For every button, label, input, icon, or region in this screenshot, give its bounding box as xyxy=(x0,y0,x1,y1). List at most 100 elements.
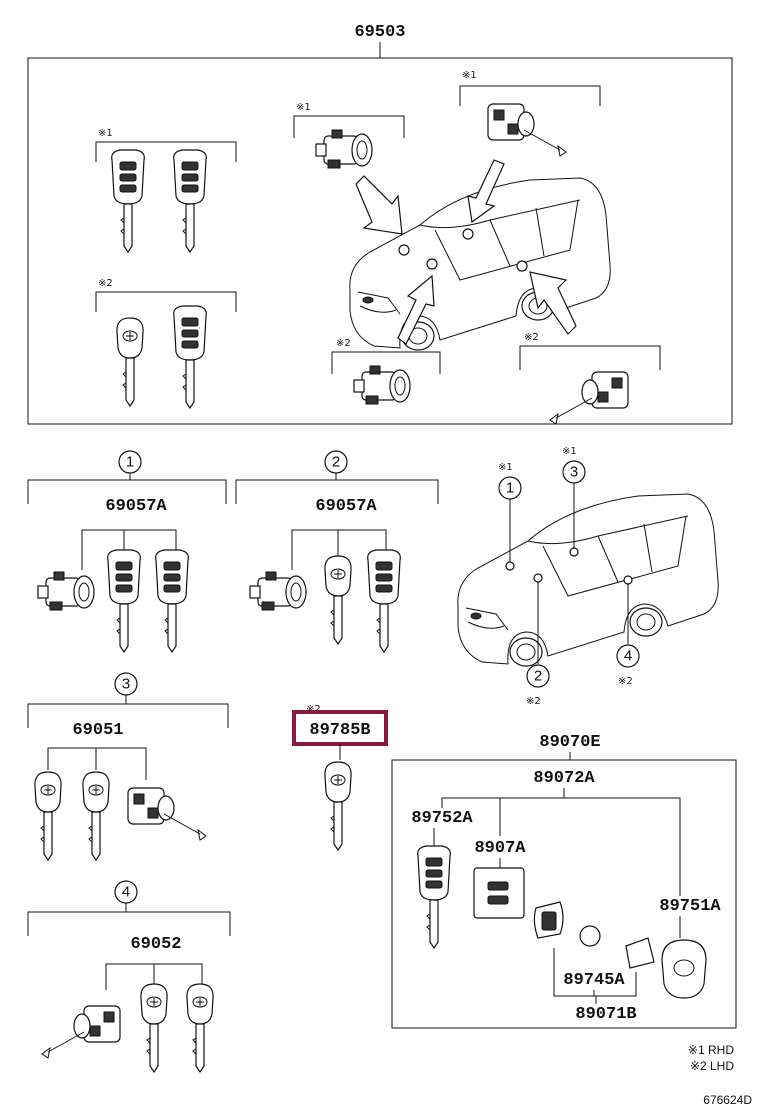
set-part-number: 69057A xyxy=(105,497,167,516)
logo-key-image xyxy=(140,983,168,1073)
diagram-code: 676624D xyxy=(703,1093,752,1107)
locator-mark: ※1 xyxy=(498,462,513,473)
button-pad-image xyxy=(487,895,509,905)
top-assembly-part-number: 69503 xyxy=(354,23,405,42)
location-dot xyxy=(398,244,410,256)
leader-line xyxy=(553,948,637,997)
location-dot xyxy=(516,260,528,272)
group-mark: ※1 xyxy=(462,70,477,81)
legend-mark: ※1 xyxy=(688,1043,705,1057)
top-assembly-frame xyxy=(27,57,733,425)
locator-mark: ※1 xyxy=(562,446,577,457)
smart-key-frame xyxy=(391,759,737,1029)
location-dot xyxy=(426,258,438,270)
part-number: 89745A xyxy=(563,971,625,990)
arrow-icon xyxy=(467,159,505,224)
logo-key-image xyxy=(82,771,110,861)
location-dot xyxy=(505,561,515,571)
remote-key-image xyxy=(111,149,145,253)
arrow-icon xyxy=(529,271,577,335)
highlight-mark: ※2 xyxy=(306,704,321,715)
legend-item: ※2 LHD xyxy=(690,1059,734,1073)
locator-mark: ※2 xyxy=(526,696,541,707)
group-bracket xyxy=(27,473,227,504)
leader-line xyxy=(441,788,681,896)
group-mark: ※1 xyxy=(296,102,311,113)
group-bracket xyxy=(459,85,601,106)
remote-key-image xyxy=(417,845,451,949)
group-mark: ※2 xyxy=(524,332,539,343)
set-index: 4 xyxy=(122,884,130,901)
remote-key-image xyxy=(155,549,189,653)
remote-key-image xyxy=(107,549,141,653)
logo-key-image xyxy=(324,761,352,851)
leader-line xyxy=(47,747,147,780)
group-bracket xyxy=(331,351,441,374)
locator-vehicle-image xyxy=(457,493,719,667)
remote-key-image xyxy=(173,305,207,409)
door-cylinder-image xyxy=(549,371,629,425)
leader-line xyxy=(81,529,177,570)
group-bracket xyxy=(27,695,229,728)
button-pad-image xyxy=(473,867,525,919)
part-number: 89751A xyxy=(659,897,721,916)
part-number: 89071B xyxy=(575,1005,636,1024)
set-part-number: 69051 xyxy=(72,721,123,740)
logo-icon xyxy=(673,959,695,977)
leader-line xyxy=(291,529,387,570)
logo-key-image xyxy=(186,983,214,1073)
legend-item: ※1 RHD xyxy=(688,1043,734,1057)
location-dot xyxy=(533,573,543,583)
group-bracket xyxy=(27,903,231,936)
group-mark: ※2 xyxy=(336,338,351,349)
locator-index-circle xyxy=(526,664,550,688)
logo-key-image xyxy=(34,771,62,861)
logo-key-image xyxy=(116,317,144,407)
cylinder-image xyxy=(249,571,307,611)
location-dot xyxy=(569,547,579,557)
group-bracket xyxy=(95,141,237,162)
logo-key-image xyxy=(324,555,352,645)
set-part-number: 69057A xyxy=(315,497,377,516)
group-bracket xyxy=(235,473,439,504)
legend-text: LHD xyxy=(710,1059,734,1073)
leader-line xyxy=(105,963,203,990)
locator-index-circle xyxy=(616,644,640,668)
battery-image xyxy=(579,925,601,947)
locator-index: 1 xyxy=(506,480,514,497)
door-cylinder-image xyxy=(487,103,567,157)
set-index: 2 xyxy=(332,454,340,471)
remote-key-image xyxy=(367,549,401,653)
group-bracket xyxy=(293,115,405,138)
location-dot xyxy=(623,575,633,585)
smart-key-assembly-number: 89070E xyxy=(539,733,600,752)
button-pad-image xyxy=(487,881,509,891)
cylinder-image xyxy=(353,365,411,405)
part-number: 8907A xyxy=(474,839,526,858)
group-bracket xyxy=(519,345,661,370)
locator-index: 2 xyxy=(534,668,542,685)
group-mark: ※1 xyxy=(98,128,113,139)
part-number: 89752A xyxy=(411,809,473,828)
group-bracket xyxy=(95,291,237,312)
set-index: 3 xyxy=(122,676,130,693)
arrow-icon xyxy=(397,274,435,345)
legend-text: RHD xyxy=(708,1043,734,1057)
cylinder-image xyxy=(37,571,95,611)
locator-mark: ※2 xyxy=(618,676,633,687)
location-dot xyxy=(462,228,474,240)
highlight-part-number: 89785B xyxy=(309,721,370,740)
set-part-number: 69052 xyxy=(130,935,181,954)
door-cylinder-image xyxy=(127,787,207,841)
legend-mark: ※2 xyxy=(690,1059,707,1073)
locator-index: 3 xyxy=(570,464,578,481)
key-holder-image xyxy=(541,911,557,931)
door-cylinder-image xyxy=(41,1005,121,1059)
cylinder-image xyxy=(315,129,373,169)
remote-key-image xyxy=(173,149,207,253)
cover-image xyxy=(625,937,655,969)
arrow-icon xyxy=(355,175,403,235)
remote-case-image xyxy=(661,939,707,999)
set-index: 1 xyxy=(126,454,134,471)
